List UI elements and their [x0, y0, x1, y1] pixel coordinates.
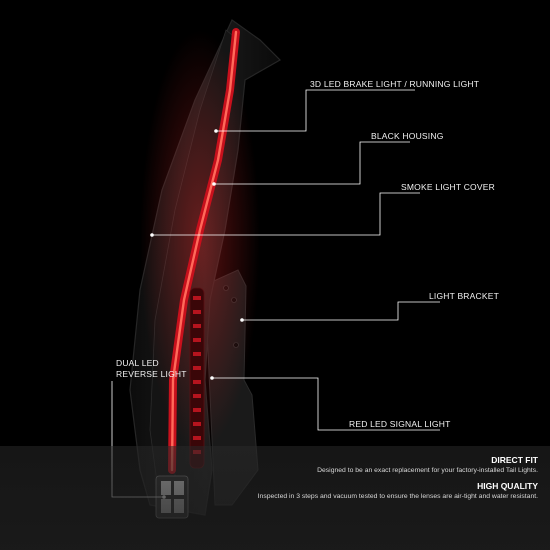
- feature-desc-high-quality: Inspected in 3 steps and vacuum tested t…: [257, 493, 538, 500]
- feature-title-high-quality: HIGH QUALITY: [477, 481, 538, 491]
- feature-title-direct-fit: DIRECT FIT: [491, 455, 538, 465]
- signal-led-segment: [193, 436, 201, 440]
- signal-led-segment: [193, 352, 201, 356]
- signal-led-segment: [193, 324, 201, 328]
- callout-dot-bracket: [240, 318, 244, 322]
- signal-led-segment: [193, 366, 201, 370]
- callout-dot-cover: [150, 233, 154, 237]
- led-brake-bar-core: [170, 30, 238, 472]
- callout-lines: [111, 89, 440, 499]
- red-led-signal-light: [189, 287, 205, 469]
- label-smoke-cover: SMOKE LIGHT COVER: [401, 182, 495, 192]
- signal-led-segment: [193, 380, 201, 384]
- signal-led-segment: [193, 296, 201, 300]
- callout-dot-brake: [214, 129, 218, 133]
- signal-led-segment: [193, 408, 201, 412]
- signal-led-segment: [193, 422, 201, 426]
- feature-desc-direct-fit: Designed to be an exact replacement for …: [317, 467, 538, 474]
- label-signal-light: RED LED SIGNAL LIGHT: [349, 419, 451, 429]
- callout-line-housing: [214, 141, 410, 185]
- signal-led-segment: [193, 310, 201, 314]
- callout-line-bracket: [242, 301, 440, 321]
- callout-line-cover: [152, 192, 420, 236]
- label-reverse-light-line2: REVERSE LIGHT: [116, 369, 187, 379]
- label-reverse-light-line1: DUAL LED: [116, 358, 159, 368]
- callout-line-signal: [212, 377, 440, 431]
- signal-led-segment: [193, 338, 201, 342]
- label-brake-light: 3D LED BRAKE LIGHT / RUNNING LIGHT: [310, 79, 480, 89]
- callout-dot-signal: [210, 376, 214, 380]
- callout-dot-housing: [212, 182, 216, 186]
- signal-led-segment: [193, 394, 201, 398]
- label-black-housing: BLACK HOUSING: [371, 131, 444, 141]
- label-reverse-light: DUAL LED REVERSE LIGHT: [116, 358, 187, 380]
- label-light-bracket: LIGHT BRACKET: [429, 291, 499, 301]
- callout-line-brake: [216, 89, 415, 132]
- feature-panel: DIRECT FIT Designed to be an exact repla…: [0, 446, 550, 550]
